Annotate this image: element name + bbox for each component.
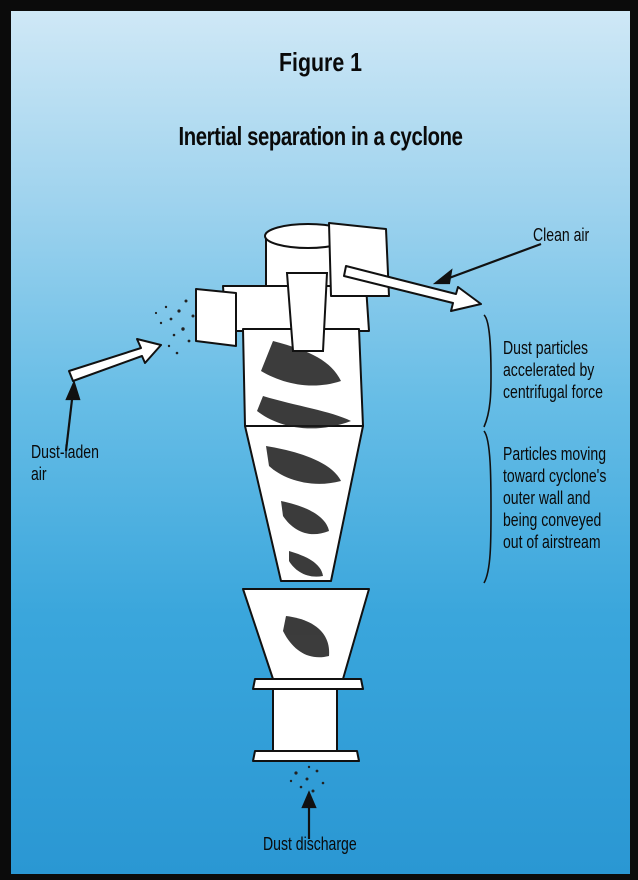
label-dust-laden-air: Dust-laden air (31, 441, 99, 485)
label-dust-laden-air-line-2: air (31, 463, 99, 485)
bracket-accelerated (484, 315, 491, 427)
label-moving-line-4: being conveyed (503, 509, 606, 531)
label-accelerated-line-1: Dust particles (503, 337, 603, 359)
label-accelerated-line-2: accelerated by (503, 359, 603, 381)
label-accelerated-line-3: centrifugal force (503, 381, 603, 403)
label-moving-line-2: toward cyclone's (503, 465, 606, 487)
dust-laden-air-arrow (69, 339, 161, 381)
bracket-moving (484, 431, 491, 583)
cyclone-flange-lower (253, 751, 359, 761)
label-clean-air: Clean air (533, 224, 589, 246)
vortex-finder (287, 273, 327, 351)
label-particles-moving: Particles moving toward cyclone's outer … (503, 443, 606, 553)
label-accelerated: Dust particles accelerated by centrifuga… (503, 337, 603, 403)
label-dust-discharge: Dust discharge (263, 833, 357, 855)
cyclone-flange-upper (253, 679, 363, 689)
label-dust-laden-air-line-1: Dust-laden (31, 441, 99, 463)
dust-particles-discharge (290, 766, 325, 793)
cyclone-discharge-pipe (273, 689, 337, 751)
bracket-marks (484, 315, 491, 583)
label-moving-line-3: outer wall and (503, 487, 606, 509)
label-moving-line-5: out of airstream (503, 531, 606, 553)
label-moving-line-1: Particles moving (503, 443, 606, 465)
figure-panel: Figure 1 Inertial separation in a cyclon… (11, 11, 630, 874)
cyclone-inlet-duct (196, 289, 236, 346)
